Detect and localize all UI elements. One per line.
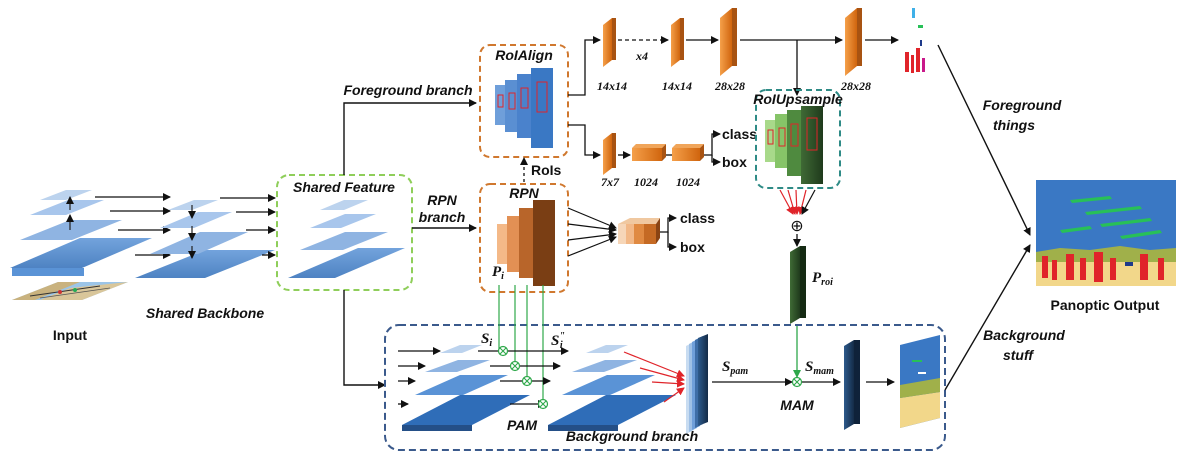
background-stuff-output [900,335,940,428]
s-i-label: Si [481,331,492,349]
backbone-pyramid [135,200,275,278]
rpn-box-label: RPN [509,185,539,201]
box-label-top: box [722,154,747,170]
p-roi-feature [790,246,806,324]
panoptic-output-label: Panoptic Output [1051,297,1160,313]
roialign-to-mask-arrow [568,36,601,96]
mask-head-block-2 [671,18,684,67]
foreground-things-label-2: things [993,117,1035,133]
roiupsample-label: RoIUpsample [753,91,843,107]
box-head-box-arrow [711,155,721,166]
rpn-box-arrow [667,232,677,251]
dim-28x28-a: 28x28 [714,79,745,93]
box-head-fc-1 [632,144,666,161]
p-roi-label: Proi [812,270,833,288]
rpn-box [479,183,569,293]
mask-head-block-4 [845,8,862,76]
s-pam-label: Spam [722,359,748,377]
background-stuff-label-2: stuff [1003,347,1034,363]
s-i-double-prime-label: S"i [551,331,565,351]
shared-feature-pyramid [288,200,405,278]
box-head-fc-2 [672,144,704,161]
foreground-to-panoptic-arrow [937,44,1031,236]
roialign-feature-stack [495,68,553,148]
mam-label: MAM [780,397,814,413]
input-to-backbone-arrows [95,193,171,259]
input-image [12,282,128,300]
background-pyramid-left [402,345,530,431]
roiupsample-to-sum-arrows [779,189,816,215]
shared-backbone-label: Shared Backbone [146,305,264,321]
foreground-things-label-1: Foreground [983,97,1062,113]
s-mam-feature [844,340,860,430]
shared-feature-label: Shared Feature [293,179,395,195]
sum-operator: ⊕ [790,218,803,235]
pam-to-spam-red-arrows [623,351,685,403]
rpn-feature-stack [497,200,555,286]
panoptic-output-image [1036,180,1176,286]
rpn-to-head-arrows [567,207,617,257]
pam-multiply-ops [478,345,569,410]
class-label-rpn: class [680,210,715,226]
mask-head-block-1 [603,18,616,67]
s-pam-feature-stack [686,334,708,434]
rpn-head-block [618,218,660,244]
dim-14x14-b: 14x14 [662,79,692,93]
background-branch-box [384,324,946,451]
dim-14x14-a: 14x14 [597,79,627,93]
input-label: Input [53,327,88,343]
background-pyramid-right [548,345,676,431]
rpn-class-arrow [660,214,677,233]
roialign-label: RoIAlign [495,47,553,63]
foreground-mask-output [905,8,925,73]
rois-label: RoIs [531,162,562,178]
backbone-to-feature-arrows [220,194,276,259]
input-pyramid [10,190,152,276]
dim-1024-b: 1024 [676,175,700,189]
background-to-panoptic-arrow [944,244,1031,391]
pi-to-pam-green-lines [498,285,544,404]
p-i-label: Pi [492,264,504,282]
background-stuff-label-1: Background [983,327,1065,343]
box-label-rpn: box [680,239,705,255]
class-label-top: class [722,126,757,142]
rpn-branch-label-1: RPN [427,192,457,208]
s-mam-label: Smam [805,359,834,377]
pam-label: PAM [507,417,537,433]
foreground-branch-label: Foreground branch [343,82,472,98]
mask-head-block-3 [720,8,737,76]
foreground-branch-arrow [343,99,477,175]
background-input-arrows [398,347,441,408]
dim-28x28-b: 28x28 [840,79,871,93]
background-branch-label: Background branch [566,428,698,444]
mam-multiply-op-cross [793,378,801,386]
roiupsample-feature-stack [765,106,823,184]
box-head-block-7x7 [603,133,616,175]
box-head-class-arrow [704,130,721,156]
roialign-to-box-arrow [568,124,601,159]
background-branch-arrow [343,290,386,389]
roiupsample-box [755,89,841,189]
x4-label: x4 [635,49,648,63]
dim-7x7: 7x7 [601,175,620,189]
dim-1024-a: 1024 [634,175,658,189]
rpn-branch-label-2: branch [419,209,466,225]
